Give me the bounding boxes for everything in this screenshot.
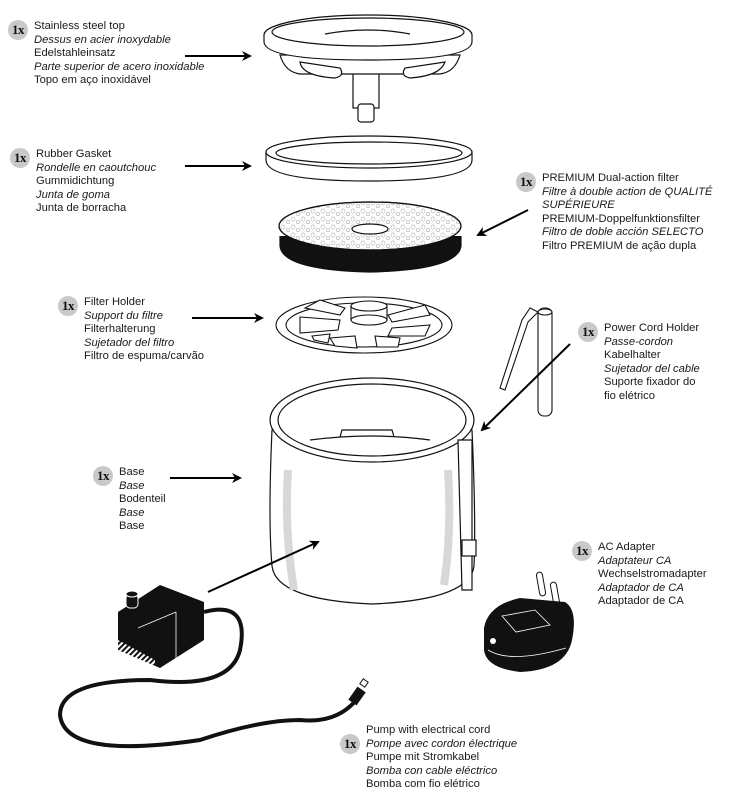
- label-line-es: Parte superior de acero inoxidable: [34, 60, 205, 73]
- label-line-de: Bodenteil: [119, 493, 166, 506]
- label-line-fr: Rondelle en caoutchouc: [36, 161, 157, 174]
- label-line-en: PREMIUM Dual-action filter: [542, 172, 679, 184]
- label-line-pt: Junta de borracha: [36, 202, 127, 215]
- label-line-en: Rubber Gasket: [36, 148, 112, 160]
- label-line-fr: Filtre à double action de QUALITÉ: [542, 185, 713, 198]
- premium-filter-illustration: [278, 201, 462, 273]
- stainless-steel-top-illustration: [263, 14, 473, 123]
- label-line-de: Kabelhalter: [604, 349, 661, 362]
- label-line-es: Adaptador de CA: [598, 581, 684, 594]
- label-line-de: Pumpe mit Stromkabel: [366, 751, 480, 764]
- label-line-pt: Base: [119, 520, 145, 533]
- quantity-badge: 1x: [340, 734, 360, 754]
- label-line-de: PREMIUM-Doppelfunktionsfilter: [542, 212, 700, 225]
- label-line-es: Bomba con cable eléctrico: [366, 764, 498, 777]
- callout-arrows: [170, 51, 571, 593]
- label-ac-adapter: 1x AC Adapter Adaptateur CA Wechselstrom…: [572, 541, 707, 609]
- label-rubber-gasket: 1x Rubber Gasket Rondelle en caoutchouc …: [10, 148, 156, 216]
- quantity-badge: 1x: [58, 296, 78, 316]
- label-line-fr: Support du filtre: [84, 309, 163, 322]
- label-line-en: Filter Holder: [84, 296, 145, 308]
- label-line-pt: Filtro de espuma/carvão: [84, 350, 205, 363]
- label-line-pt: Topo em aço inoxidável: [34, 74, 151, 87]
- label-line-en: Base: [119, 466, 145, 478]
- label-base: 1x Base Base Bodenteil Base Base: [93, 466, 166, 534]
- label-premium-filter: 1x PREMIUM Dual-action filter Filtre à d…: [516, 172, 712, 254]
- rubber-gasket-illustration: [265, 135, 473, 182]
- label-line-de: Gummidichtung: [36, 175, 115, 188]
- label-line-de: Edelstahleinsatz: [34, 47, 116, 60]
- label-line-fr: Pompe avec cordon électrique: [366, 737, 518, 750]
- label-line-fr: Passe-cordon: [604, 335, 674, 348]
- label-line-fr: Base: [119, 479, 145, 492]
- arrow-power-cord-holder: [480, 343, 571, 432]
- label-filter-holder: 1x Filter Holder Support du filtre Filte…: [58, 296, 204, 364]
- label-line-en: Stainless steel top: [34, 20, 125, 32]
- label-line-pt: Adaptador de CA: [598, 595, 684, 608]
- quantity-badge: 1x: [578, 322, 598, 342]
- label-line-fr-cont: SUPÉRIEURE: [542, 199, 615, 212]
- quantity-badge: 1x: [8, 20, 28, 40]
- label-line-fr: Adaptateur CA: [598, 554, 672, 567]
- label-pump: 1x Pump with electrical cord Pompe avec …: [340, 724, 517, 792]
- label-line-en: Power Cord Holder: [604, 322, 700, 334]
- label-line-pt: Bomba com fio elétrico: [366, 778, 480, 791]
- label-line-es: Base: [119, 506, 145, 519]
- arrow-pump: [207, 540, 320, 593]
- label-line-de: Wechselstromadapter: [598, 568, 707, 581]
- label-power-cord-holder: 1x Power Cord Holder Passe-cordon Kabelh…: [578, 322, 700, 404]
- ac-adapter-illustration: [484, 571, 574, 672]
- label-line-fr: Dessus en acier inoxydable: [34, 33, 171, 46]
- label-line-en: Pump with electrical cord: [366, 724, 491, 736]
- label-line-es: Sujetador del cable: [604, 362, 700, 375]
- label-line-pt: Suporte fixador do: [604, 376, 696, 389]
- label-line-es: Junta de goma: [36, 188, 111, 201]
- quantity-badge: 1x: [93, 466, 113, 486]
- quantity-badge: 1x: [10, 148, 30, 168]
- quantity-badge: 1x: [572, 541, 592, 561]
- pump-illustration: [57, 585, 369, 749]
- filter-holder-illustration: [275, 296, 453, 354]
- label-line-pt-cont: fio elétrico: [604, 389, 655, 402]
- label-line-de: Filterhalterung: [84, 323, 156, 336]
- label-line-en: AC Adapter: [598, 541, 656, 553]
- base-illustration: [269, 377, 477, 605]
- power-cord-holder-illustration: [499, 307, 553, 417]
- label-line-es: Sujetador del filtro: [84, 336, 175, 349]
- label-line-es: Filtro de doble acción SELECTO: [542, 226, 704, 239]
- arrow-premium-filter: [476, 209, 529, 236]
- label-line-pt: Filtro PREMIUM de ação dupla: [542, 239, 697, 252]
- label-stainless-steel-top: 1x Stainless steel top Dessus en acier i…: [8, 20, 204, 88]
- quantity-badge: 1x: [516, 172, 536, 192]
